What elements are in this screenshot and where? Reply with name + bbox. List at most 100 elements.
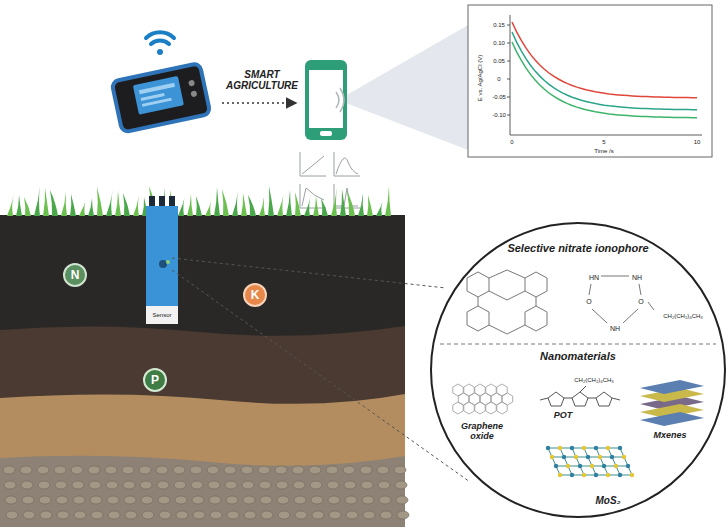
mos2-atom xyxy=(554,464,558,468)
mos2-atom xyxy=(546,446,550,450)
mos2-atom xyxy=(614,464,618,468)
material-label: POT xyxy=(554,411,573,421)
mos2-atom xyxy=(594,446,598,450)
atom-label: O xyxy=(586,298,591,306)
pebble xyxy=(259,481,271,489)
grass-blade xyxy=(123,193,130,216)
pebble xyxy=(4,481,16,489)
pebble xyxy=(140,481,152,489)
pebble xyxy=(278,511,290,519)
mos2-lattice xyxy=(546,446,634,477)
grass-blade xyxy=(24,197,31,216)
grass-blade xyxy=(79,196,87,216)
pebble xyxy=(309,466,321,474)
grass-blade xyxy=(331,187,337,216)
material-label: Graphene oxide xyxy=(457,422,507,442)
pebble xyxy=(241,466,253,474)
material-label: MoS₂ xyxy=(596,495,621,506)
pebble xyxy=(20,466,32,474)
tick-label: 5 xyxy=(602,139,605,146)
mos2-atom xyxy=(558,446,562,450)
pebble xyxy=(329,511,341,519)
section-heading: Selective nitrate ionophore xyxy=(432,242,724,254)
nutrient-letter: K xyxy=(251,288,260,302)
pebble xyxy=(310,481,322,489)
pebble xyxy=(123,481,135,489)
sensor-reader-device xyxy=(112,63,211,133)
grass-blade xyxy=(61,192,67,216)
pebble xyxy=(158,496,170,504)
wifi-icon xyxy=(146,32,174,55)
mos2-atom xyxy=(606,473,610,477)
mos2-atom xyxy=(578,464,582,468)
sensor-probe xyxy=(146,196,178,324)
axis-tick xyxy=(507,79,510,80)
pebble xyxy=(243,496,255,504)
pebble xyxy=(311,496,323,504)
pebble xyxy=(39,496,51,504)
graphene-hexagon xyxy=(453,402,463,414)
pebble xyxy=(122,466,134,474)
mos2-atom xyxy=(622,455,626,459)
pebble xyxy=(258,466,270,474)
mos2-atom xyxy=(558,473,562,477)
grass-blade xyxy=(248,195,256,216)
pebble xyxy=(54,466,66,474)
pebble xyxy=(397,511,409,519)
mos2-atom xyxy=(610,455,614,459)
chart-curve xyxy=(512,42,697,118)
pebble xyxy=(174,481,186,489)
tick-label: 0.05 xyxy=(493,58,505,65)
atom-label: HN xyxy=(589,274,599,282)
pebble xyxy=(224,466,236,474)
pebble xyxy=(108,511,120,519)
pebble xyxy=(326,466,338,474)
pebble xyxy=(88,466,100,474)
graphene-hexagon xyxy=(475,402,485,414)
grass-blade xyxy=(34,186,40,216)
pebble xyxy=(209,496,221,504)
pebble xyxy=(156,466,168,474)
divider-line xyxy=(440,344,716,345)
grass-blade xyxy=(347,191,355,216)
pebble xyxy=(56,496,68,504)
grass-blade xyxy=(385,186,391,216)
grass-blade xyxy=(70,194,76,216)
mos2-atom xyxy=(626,464,630,468)
grass-blade xyxy=(358,193,364,216)
pebble xyxy=(346,511,358,519)
tick-label: 0.10 xyxy=(493,40,505,47)
pebble xyxy=(345,496,357,504)
pebble xyxy=(192,496,204,504)
chart-curve xyxy=(512,32,697,110)
axis-tick xyxy=(507,115,510,116)
pebble xyxy=(361,481,373,489)
section-heading: Nanomaterials xyxy=(432,350,724,362)
grass-blade xyxy=(196,196,202,216)
pebble xyxy=(292,466,304,474)
grass-blade xyxy=(187,194,193,216)
pebble xyxy=(276,481,288,489)
pebble xyxy=(157,481,169,489)
grass-blade xyxy=(7,193,14,216)
pebble xyxy=(173,466,185,474)
axis-tick xyxy=(507,25,510,26)
magnifier-lines xyxy=(172,258,470,482)
grass-blade xyxy=(232,191,238,216)
pebble xyxy=(105,466,117,474)
grass-blade xyxy=(88,198,94,216)
grass-blade xyxy=(178,192,186,216)
tick-label: 0.15 xyxy=(493,22,505,29)
pebble xyxy=(193,511,205,519)
graphene-hexagon xyxy=(497,402,507,414)
mos2-atom xyxy=(590,464,594,468)
mos2-atom xyxy=(618,473,622,477)
pebble xyxy=(5,496,17,504)
pebble xyxy=(379,496,391,504)
chart-curve xyxy=(512,22,697,98)
atom-label: NH xyxy=(610,325,620,333)
axis-tick xyxy=(507,43,510,44)
pebble xyxy=(275,466,287,474)
mos2-atom xyxy=(566,464,570,468)
